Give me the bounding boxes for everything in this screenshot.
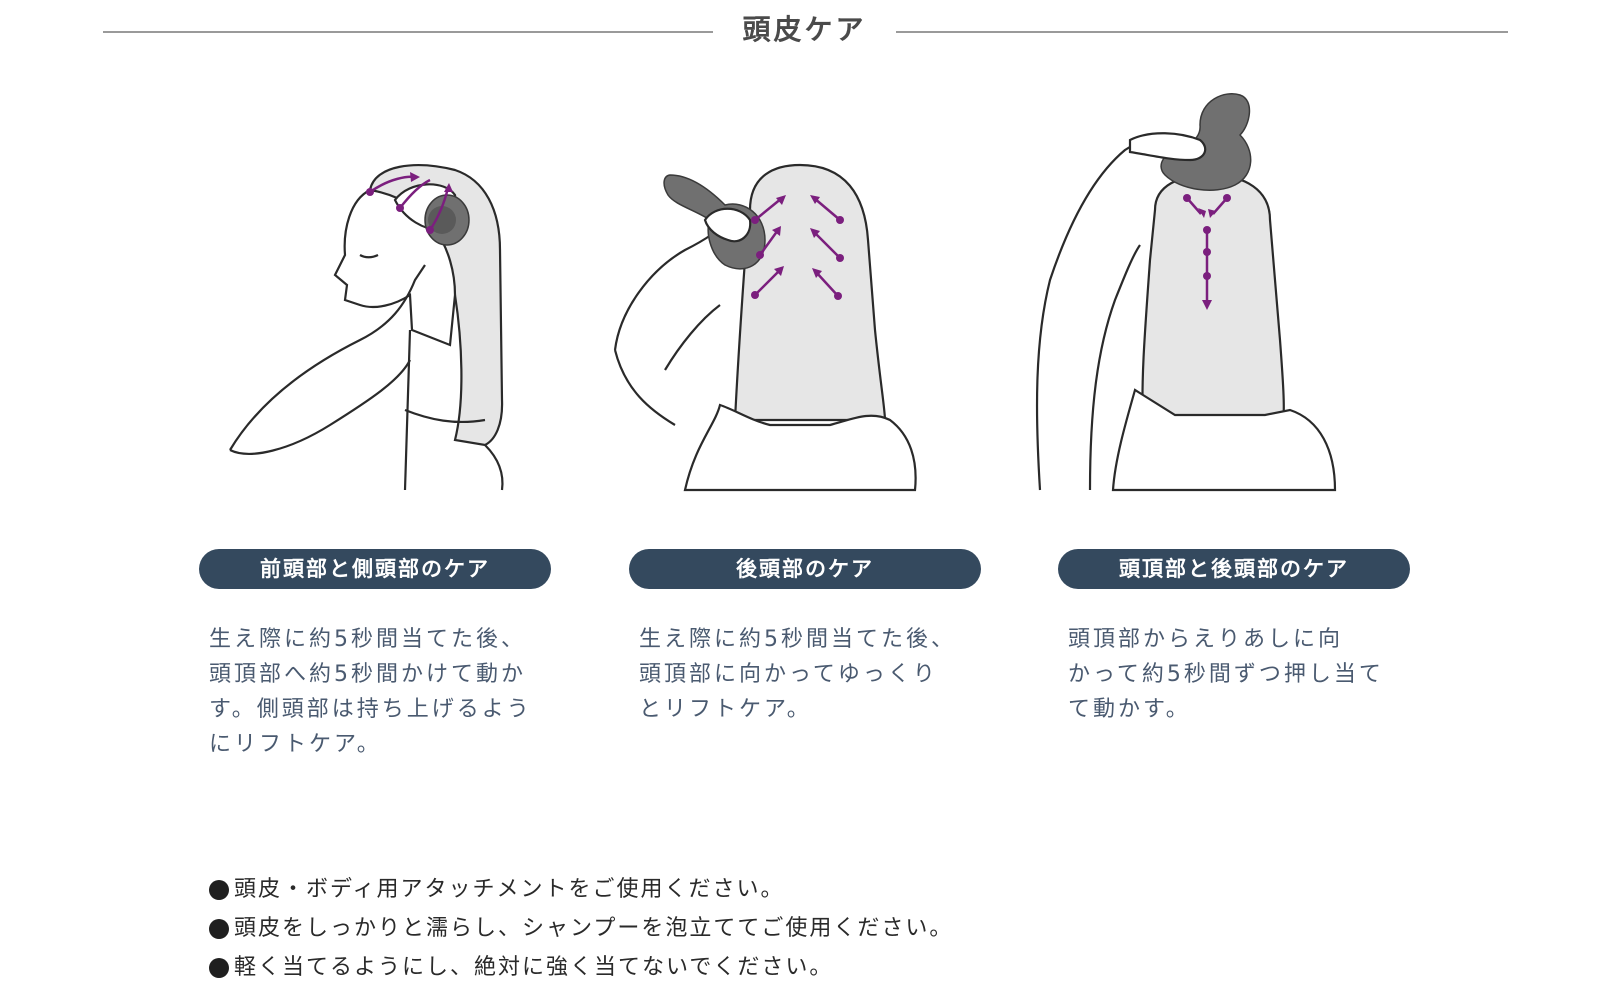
step-description-crown-back: 頭頂部からえりあしに向 かって約5秒間ずつ押し当て て動かす。 bbox=[1068, 627, 1384, 722]
illustration-front-side-care bbox=[200, 80, 600, 505]
step-description-front-side: 生え際に約5秒間当てた後、 頭頂部へ約5秒間かけて動か す。側頭部は持ち上げるよ… bbox=[209, 627, 532, 757]
section-header: 頭皮ケア bbox=[0, 0, 1600, 60]
note-item: 頭皮をしっかりと濡らし、シャンプーを泡立ててご使用ください。 bbox=[209, 909, 1309, 948]
note-text: 軽く当てるようにし、絶対に強く当てないでください。 bbox=[234, 955, 834, 980]
illustration-crown-nape-care bbox=[1015, 80, 1415, 505]
note-text: 頭皮・ボディ用アタッチメントをご使用ください。 bbox=[234, 877, 785, 902]
bullet-icon bbox=[209, 957, 229, 978]
step-label-back: 後頭部のケア bbox=[629, 549, 981, 589]
header-divider-left bbox=[103, 31, 713, 33]
bullet-icon bbox=[209, 918, 229, 939]
usage-notes: 頭皮・ボディ用アタッチメントをご使用ください。 頭皮をしっかりと濡らし、シャンプ… bbox=[209, 870, 1309, 987]
note-item: 頭皮・ボディ用アタッチメントをご使用ください。 bbox=[209, 870, 1309, 909]
illustration-back-care bbox=[600, 80, 1000, 505]
step-description-back: 生え際に約5秒間当てた後、 頭頂部に向かってゆっくり とリフトケア。 bbox=[639, 627, 956, 722]
step-label-front-side: 前頭部と側頭部のケア bbox=[199, 549, 551, 589]
step-label-crown-back: 頭頂部と後頭部のケア bbox=[1058, 549, 1410, 589]
page-title: 頭皮ケア bbox=[742, 13, 867, 46]
note-item: 軽く当てるようにし、絶対に強く当てないでください。 bbox=[209, 948, 1309, 987]
note-text: 頭皮をしっかりと濡らし、シャンプーを泡立ててご使用ください。 bbox=[234, 916, 954, 941]
header-divider-right bbox=[896, 31, 1508, 33]
bullet-icon bbox=[209, 879, 229, 900]
